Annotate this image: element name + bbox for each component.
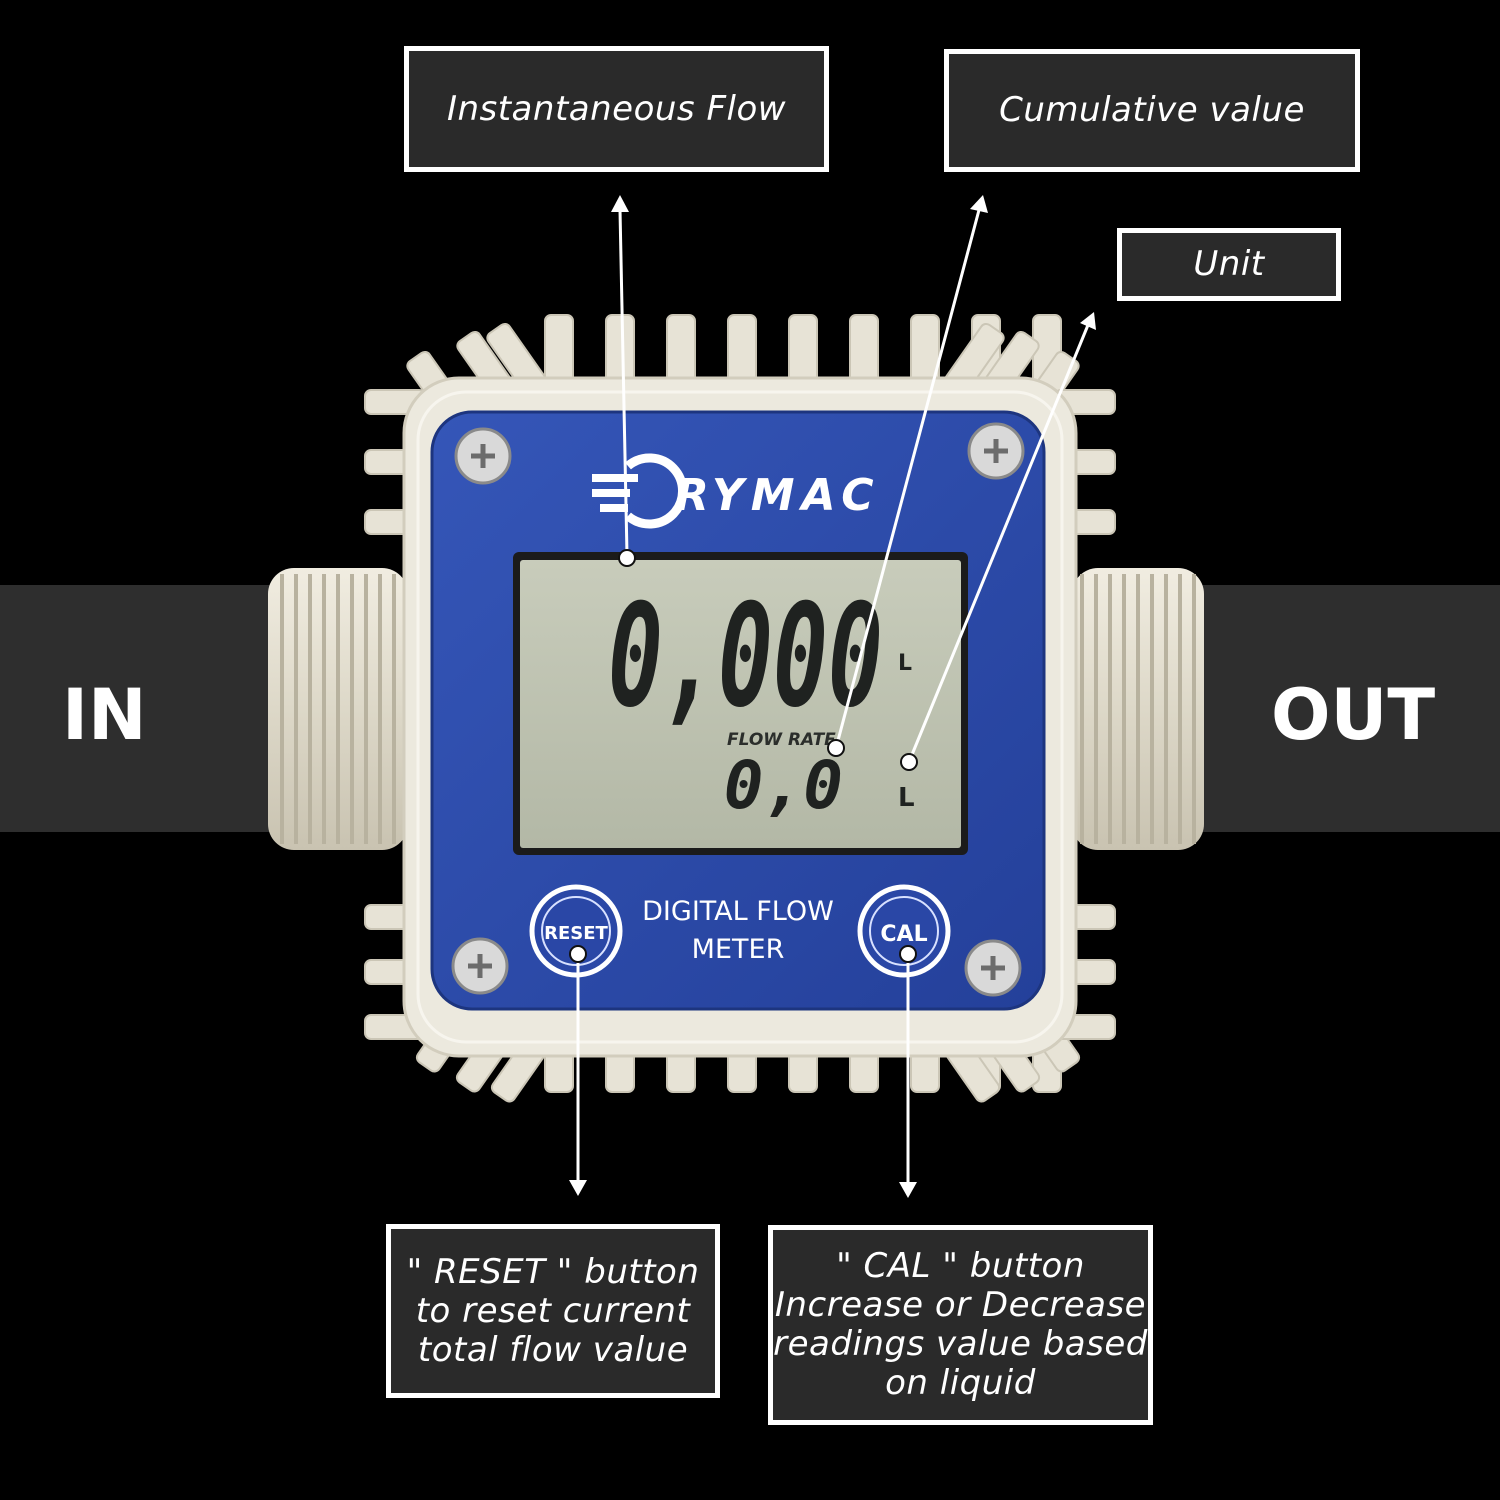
- inlet-thread: [268, 568, 408, 850]
- logo-mark-icon: [625, 453, 688, 529]
- marker-dot-unit: [900, 753, 918, 771]
- screw-bottom-left: [451, 937, 509, 995]
- marker-dot-instantaneous: [618, 549, 636, 567]
- leader-markers: [569, 195, 1096, 1198]
- leader-cumulative-value: [834, 209, 981, 749]
- leader-unit: [907, 324, 1090, 763]
- callout-cumulative-value-text: Cumulative value: [999, 90, 1305, 130]
- callout-reset-line-2: to reset current: [415, 1290, 691, 1331]
- callout-reset-line-1: " RESET " button: [406, 1251, 700, 1292]
- screw-top-right: [967, 422, 1025, 480]
- callout-cal-button: " CAL " button Increase or Decrease read…: [768, 1225, 1153, 1425]
- marker-dot-reset: [569, 945, 587, 963]
- screw-top-left: [454, 427, 512, 485]
- marker-dot-cumulative: [827, 739, 845, 757]
- callout-unit-text: Unit: [1193, 244, 1265, 284]
- inlet-label: IN: [62, 674, 147, 756]
- callout-instantaneous-flow: Instantaneous Flow: [404, 46, 829, 172]
- outlet-label: OUT: [1271, 674, 1436, 756]
- callout-reset-line-3: total flow value: [417, 1329, 689, 1370]
- callout-cal-line-2: Increase or Decrease: [774, 1285, 1147, 1325]
- callout-instantaneous-flow-text: Instantaneous Flow: [446, 88, 787, 129]
- callout-reset-button: " RESET " button to reset current total …: [386, 1224, 720, 1398]
- callout-cal-line-3: readings value based: [773, 1324, 1148, 1364]
- arrowhead-cal-icon: [899, 1182, 917, 1198]
- leader-lines: [576, 209, 1090, 1184]
- screw-bottom-right: [964, 939, 1022, 997]
- callout-cal-line-1: " CAL " button: [836, 1246, 1085, 1286]
- callout-unit: Unit: [1117, 228, 1341, 301]
- marker-dot-cal: [899, 945, 917, 963]
- arrowhead-reset-icon: [569, 1180, 587, 1196]
- callout-cumulative-value: Cumulative value: [944, 49, 1360, 172]
- arrowhead-unit-icon: [1080, 312, 1096, 330]
- callout-cal-line-4: on liquid: [885, 1363, 1036, 1403]
- arrowhead-instantaneous-icon: [611, 195, 629, 212]
- outlet-thread: [1072, 568, 1204, 850]
- leader-instantaneous-flow: [618, 209, 629, 556]
- arrowhead-cumulative-icon: [970, 195, 988, 213]
